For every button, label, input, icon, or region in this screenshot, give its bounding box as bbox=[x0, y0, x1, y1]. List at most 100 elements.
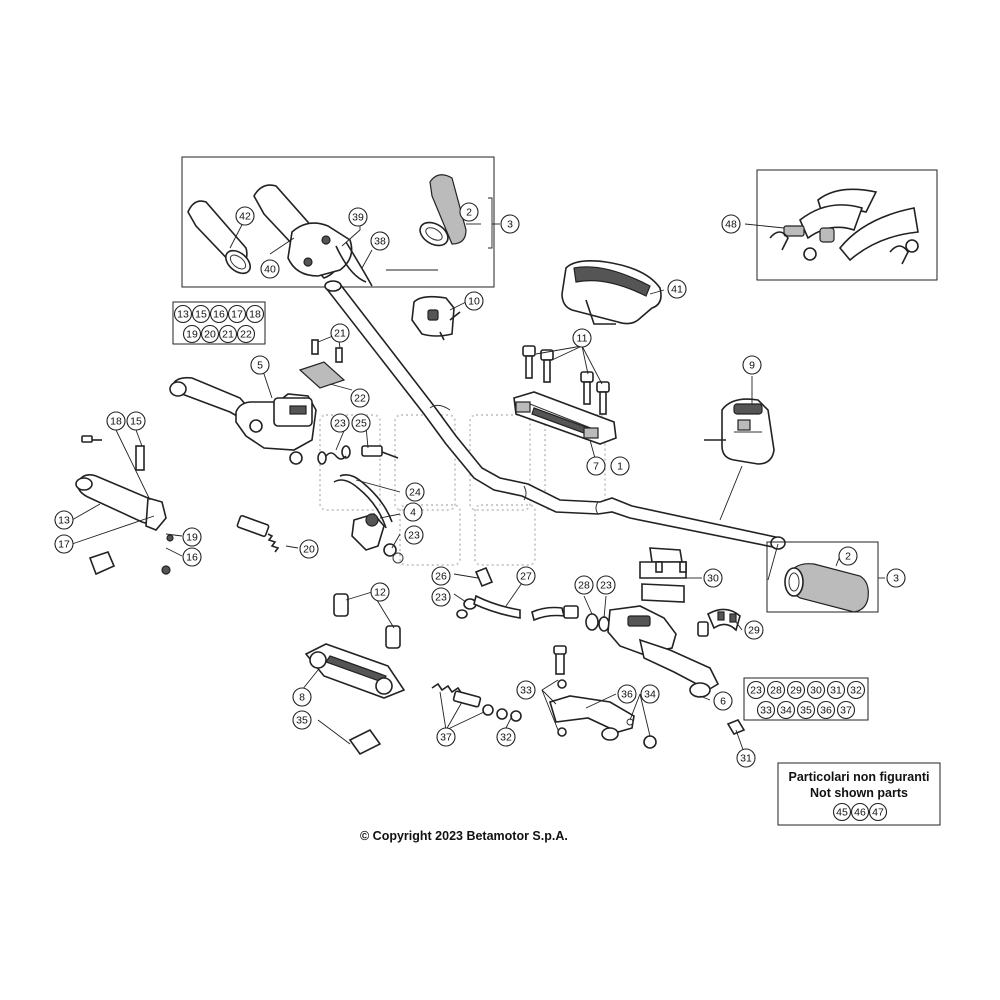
brake-group-number: 29 bbox=[786, 680, 806, 700]
callout-circle bbox=[405, 482, 425, 502]
watermark bbox=[319, 414, 606, 566]
bar-pad-41-part bbox=[561, 260, 665, 325]
callout-c8: 8 bbox=[292, 687, 312, 707]
callout-label: 29 bbox=[748, 625, 760, 637]
callout-c6: 6 bbox=[713, 691, 733, 711]
group-number-circle bbox=[868, 802, 888, 822]
callout-circle bbox=[431, 566, 451, 586]
group-number-label: 35 bbox=[800, 705, 812, 717]
callout-c12: 12 bbox=[370, 582, 390, 602]
callout-c15: 15 bbox=[126, 411, 146, 431]
group-number-label: 16 bbox=[213, 309, 225, 321]
callout-c27: 27 bbox=[516, 566, 536, 586]
callout-label: 23 bbox=[435, 592, 447, 604]
callout-c40: 40 bbox=[260, 259, 280, 279]
callout-label: 30 bbox=[707, 573, 719, 585]
bolts-11-part bbox=[522, 345, 610, 415]
callout-label: 3 bbox=[507, 219, 513, 231]
callout-label: 42 bbox=[239, 211, 251, 223]
callout-circle bbox=[403, 502, 423, 522]
callout-c23b: 23 bbox=[404, 525, 424, 545]
callout-c34: 34 bbox=[640, 684, 660, 704]
callout-circle bbox=[496, 727, 516, 747]
group-number-circle bbox=[173, 304, 193, 324]
callout-label: 8 bbox=[299, 692, 305, 704]
callout-circle bbox=[500, 214, 520, 234]
callout-c7: 7 bbox=[586, 456, 606, 476]
callout-circle bbox=[292, 710, 312, 730]
callout-circle bbox=[572, 328, 592, 348]
callout-circle bbox=[742, 355, 762, 375]
group-number-label: 31 bbox=[830, 685, 842, 697]
group-number-circle bbox=[236, 324, 256, 344]
callout-circle bbox=[596, 575, 616, 595]
callout-label: 38 bbox=[374, 236, 386, 248]
group-number-label: 34 bbox=[780, 705, 792, 717]
switch-group-number: 18 bbox=[245, 304, 265, 324]
brake-master-6-part bbox=[583, 547, 747, 759]
callout-circle bbox=[235, 206, 255, 226]
group-number-circle bbox=[766, 680, 786, 700]
upper-clamp-7-part bbox=[513, 391, 617, 463]
brake-group-number: 31 bbox=[826, 680, 846, 700]
callout-circle bbox=[370, 582, 390, 602]
group-number-circle bbox=[850, 802, 870, 822]
group-number-label: 18 bbox=[249, 309, 261, 321]
switch-group-box bbox=[172, 301, 266, 345]
callout-label: 27 bbox=[520, 571, 532, 583]
brake-group-number: 37 bbox=[836, 700, 856, 720]
callout-circle bbox=[886, 568, 906, 588]
callout-circle bbox=[431, 587, 451, 607]
callout-label: 22 bbox=[354, 393, 366, 405]
group-number-label: 19 bbox=[186, 329, 198, 341]
callout-c20: 20 bbox=[299, 539, 319, 559]
callout-c9: 9 bbox=[742, 355, 762, 375]
brake-group-number: 23 bbox=[746, 680, 766, 700]
callout-label: 21 bbox=[334, 328, 346, 340]
callout-c31: 31 bbox=[736, 748, 756, 768]
brake-group-box bbox=[743, 677, 869, 721]
group-number-label: 21 bbox=[222, 329, 234, 341]
callout-circle bbox=[182, 527, 202, 547]
callout-label: 26 bbox=[435, 571, 447, 583]
callout-circle bbox=[348, 207, 368, 227]
group-number-label: 28 bbox=[770, 685, 782, 697]
callout-label: 25 bbox=[355, 418, 367, 430]
group-number-label: 13 bbox=[177, 309, 189, 321]
callout-c24: 24 bbox=[405, 482, 425, 502]
callout-c23d: 23 bbox=[596, 575, 616, 595]
clutch-master-5-part bbox=[169, 367, 317, 465]
callout-label: 18 bbox=[110, 416, 122, 428]
callout-c19: 19 bbox=[182, 527, 202, 547]
callout-label: 3 bbox=[893, 573, 899, 585]
callout-c10: 10 bbox=[464, 291, 484, 311]
callout-c35: 35 bbox=[292, 710, 312, 730]
switch-group-number: 21 bbox=[218, 324, 238, 344]
group-number-label: 15 bbox=[195, 309, 207, 321]
group-number-circle bbox=[846, 680, 866, 700]
group-number-label: 33 bbox=[760, 705, 772, 717]
callout-label: 4 bbox=[410, 507, 416, 519]
callout-label: 17 bbox=[58, 539, 70, 551]
callout-circle bbox=[299, 539, 319, 559]
group-number-circle bbox=[806, 680, 826, 700]
brake-group-number: 28 bbox=[766, 680, 786, 700]
callout-circle bbox=[350, 388, 370, 408]
handlebar-part bbox=[324, 280, 786, 550]
callout-label: 2 bbox=[845, 551, 851, 563]
callout-circle bbox=[703, 568, 723, 588]
callout-c36: 36 bbox=[617, 684, 637, 704]
callout-label: 37 bbox=[440, 732, 452, 744]
callout-label: 23 bbox=[408, 530, 420, 542]
group-number-circle bbox=[796, 700, 816, 720]
callout-label: 16 bbox=[186, 552, 198, 564]
callout-c38: 38 bbox=[370, 231, 390, 251]
switch-10-part bbox=[411, 295, 467, 341]
legend-number: 46 bbox=[850, 802, 870, 822]
part-32-37 bbox=[431, 682, 522, 731]
callout-circle bbox=[370, 231, 390, 251]
callout-label: 35 bbox=[296, 715, 308, 727]
callout-c16: 16 bbox=[182, 547, 202, 567]
throttle-grip-assembly-box bbox=[181, 156, 495, 288]
